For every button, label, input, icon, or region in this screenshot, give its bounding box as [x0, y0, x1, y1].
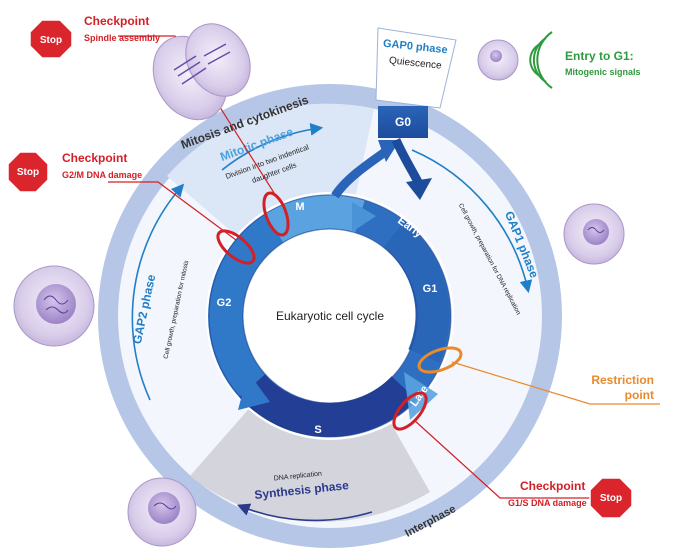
- arrow-from-g0: [391, 138, 423, 185]
- cycle-ring: [208, 194, 452, 438]
- cell-illustration-left: [13, 265, 95, 347]
- gap1-arc: [411, 149, 533, 294]
- g0-label: G0: [395, 115, 411, 129]
- stop-sign-g2m: Stop: [7, 151, 49, 193]
- checkpoint-spindle-title: Checkpoint: [84, 14, 149, 28]
- checkpoint-g1s-subtitle: G1/S DNA damage: [508, 498, 587, 508]
- checkpoint-ring-g1s: [392, 391, 428, 431]
- leader-spindle: [118, 35, 277, 197]
- checkpoint-g2m-title: Checkpoint: [62, 151, 127, 165]
- cell-illustration-quiescent: [477, 39, 519, 81]
- arrow-from-g0-head: [406, 178, 432, 200]
- cell-illustration-bottom: [127, 477, 197, 547]
- restriction-line1: Restriction: [591, 373, 654, 387]
- stop-text: Stop: [40, 35, 62, 46]
- ring-arrow-head-s: [238, 372, 270, 410]
- checkpoint-ring-m: [262, 191, 290, 237]
- mitogenic-signal-icon: [529, 31, 553, 89]
- mitotic-arc: [221, 122, 324, 171]
- checkpoint-ring-g2m: [216, 229, 256, 265]
- g0-tab: [378, 106, 428, 138]
- gap2-arc: [131, 183, 185, 401]
- ring-label-s: S: [314, 424, 321, 436]
- stop-text: Stop: [17, 167, 39, 178]
- ring-label-g1: G1: [423, 283, 438, 295]
- entry-g1-subtitle: Mitogenic signals: [565, 67, 641, 77]
- stop-sign-spindle: Stop: [29, 19, 73, 59]
- ring-label-g2: G2: [217, 297, 232, 309]
- ring-arrow-head-m: [352, 202, 376, 232]
- g0-box: [375, 27, 457, 109]
- ring-label-m: M: [295, 201, 304, 213]
- checkpoint-g2m-subtitle: G2/M DNA damage: [62, 170, 142, 180]
- checkpoint-spindle-subtitle: Spindle assembly: [84, 33, 160, 43]
- stop-text: Stop: [600, 493, 622, 504]
- restriction-ring: [417, 346, 463, 374]
- dividing-cell-illustration: [152, 23, 251, 121]
- leader-g1s: [413, 419, 600, 499]
- stop-sign-g1s: Stop: [589, 477, 633, 519]
- checkpoint-g1s-title: Checkpoint: [520, 479, 585, 493]
- entry-g1-title: Entry to G1:: [565, 49, 634, 63]
- restriction-line2: point: [625, 388, 654, 402]
- ring-arrow-head-late: [404, 372, 438, 420]
- center-title: Eukaryotic cell cycle: [276, 309, 384, 323]
- arrow-to-g0: [331, 148, 388, 199]
- leader-restriction: [451, 361, 660, 405]
- leader-g2m: [108, 181, 237, 241]
- cell-illustration-right: [563, 203, 625, 265]
- synthesis-arc: [237, 503, 373, 522]
